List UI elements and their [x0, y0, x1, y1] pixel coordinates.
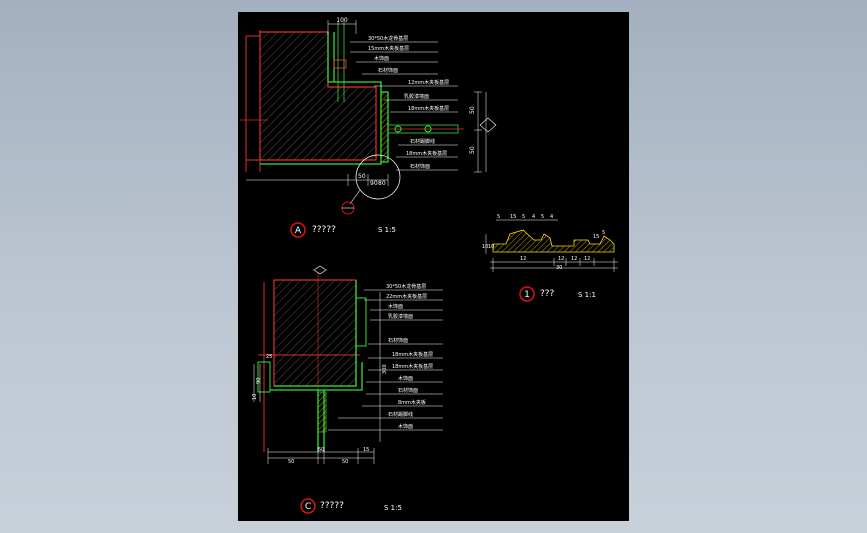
callout-c-5: 18mm木夹板基层 — [392, 351, 433, 358]
title-1: ??? — [540, 289, 555, 299]
dim-c-4: 50 — [288, 459, 294, 465]
dim-a-5: 80 — [378, 180, 386, 187]
wall-section-a — [259, 31, 377, 161]
dim-1-3: 4 — [532, 214, 535, 220]
callout-c-7: 木饰面 — [398, 375, 413, 382]
dim-1-7: 5 — [602, 230, 605, 236]
dim-c-7: 15 — [363, 447, 369, 453]
callout-a-0: 30*50木龙骨基层 — [368, 35, 408, 42]
callout-c-10: 石材踢脚线 — [388, 411, 413, 418]
callout-c-4: 石材饰面 — [388, 337, 408, 344]
dim-1-1: 15 — [510, 214, 516, 220]
detail-1: 5 15 5 4 5 4 15 5 10 10 12 12 12 12 30 1… — [482, 214, 618, 302]
dim-a-1: 50 — [469, 106, 476, 114]
callout-a-2: 木饰面 — [374, 55, 389, 62]
marker-c-label: C — [305, 502, 311, 512]
dim-a-4: 90 — [370, 180, 378, 187]
scale-c: S 1:5 — [384, 504, 402, 512]
callout-c-6: 18mm木夹板基层 — [392, 363, 433, 370]
marker-1-label: 1 — [524, 290, 530, 300]
dim-a-3: 50 — [358, 173, 366, 180]
callout-a-9: 石材饰面 — [410, 163, 430, 170]
dim-a-2: 50 — [469, 146, 476, 154]
dim-c-6: 50 — [342, 459, 348, 465]
detail-a: 100 50 50 50 90 80 30*50木龙骨基层 15mm木夹板基层 … — [240, 17, 497, 238]
dim-1-12: 12 — [571, 256, 577, 262]
callout-a-3: 石材饰面 — [378, 67, 398, 74]
dim-c-2: 10 — [252, 394, 258, 400]
callout-c-11: 木饰面 — [398, 423, 413, 430]
callout-c-0: 30*50木龙骨基层 — [386, 283, 426, 290]
dim-1-2: 5 — [522, 214, 525, 220]
title-c: ????? — [320, 501, 344, 511]
dim-c-3: 300 — [382, 364, 388, 374]
dim-1-5: 4 — [550, 214, 553, 220]
callout-a-6: 18mm木夹板基层 — [408, 105, 449, 112]
dim-c-1: 90 — [256, 378, 262, 384]
dim-1-6: 15 — [593, 234, 599, 240]
trim-c — [270, 280, 363, 452]
dim-1-9: 10 — [488, 244, 494, 250]
marker-a — [290, 222, 306, 238]
callout-c-1: 22mm木夹板基层 — [386, 293, 427, 300]
dim-c-5: 50 — [318, 447, 324, 453]
callout-a-1: 15mm木夹板基层 — [368, 45, 409, 52]
dim-1-13: 12 — [584, 256, 590, 262]
title-a: ????? — [312, 225, 336, 235]
callouts-a: 30*50木龙骨基层 15mm木夹板基层 木饰面 石材饰面 12mm木夹板基层 … — [368, 35, 449, 170]
dim-1-14: 30 — [556, 265, 562, 271]
callout-a-7: 石材踢脚线 — [410, 138, 435, 145]
scale-a: S 1:5 — [378, 226, 396, 234]
dim-1-11: 12 — [558, 256, 564, 262]
callout-c-9: 8mm木夹板 — [398, 399, 426, 406]
marker-a-label: A — [295, 226, 302, 236]
dim-1-4: 5 — [541, 214, 544, 220]
callout-c-8: 石材饰面 — [398, 387, 418, 394]
callouts-c: 30*50木龙骨基层 22mm木夹板基层 木饰面 乳胶漆墙面 石材饰面 18mm… — [386, 283, 433, 430]
wall-section-c — [273, 279, 357, 387]
callout-a-4: 12mm木夹板基层 — [408, 79, 449, 86]
molding-profile — [492, 229, 615, 253]
dim-1-8: 10 — [482, 244, 488, 250]
dim-1-0: 5 — [497, 214, 500, 220]
callout-a-8: 18mm木夹板基层 — [406, 150, 447, 157]
cad-drawing: 100 50 50 50 90 80 30*50木龙骨基层 15mm木夹板基层 … — [240, 17, 618, 514]
dim-a-0: 100 — [336, 17, 348, 24]
callout-c-2: 木饰面 — [388, 303, 403, 310]
dim-1-10: 12 — [520, 256, 526, 262]
marker-1 — [519, 286, 535, 302]
callout-c-3: 乳胶漆墙面 — [388, 313, 413, 320]
marker-c — [300, 498, 316, 514]
dim-c-0: 25 — [266, 354, 272, 360]
drawing-sheet: 100 50 50 50 90 80 30*50木龙骨基层 15mm木夹板基层 … — [238, 12, 629, 521]
detail-c: 25 90 10 300 50 50 50 15 30*50木龙骨基层 22mm… — [252, 265, 443, 514]
callout-a-5: 乳胶漆墙面 — [404, 93, 429, 100]
scale-1: S 1:1 — [578, 291, 596, 299]
